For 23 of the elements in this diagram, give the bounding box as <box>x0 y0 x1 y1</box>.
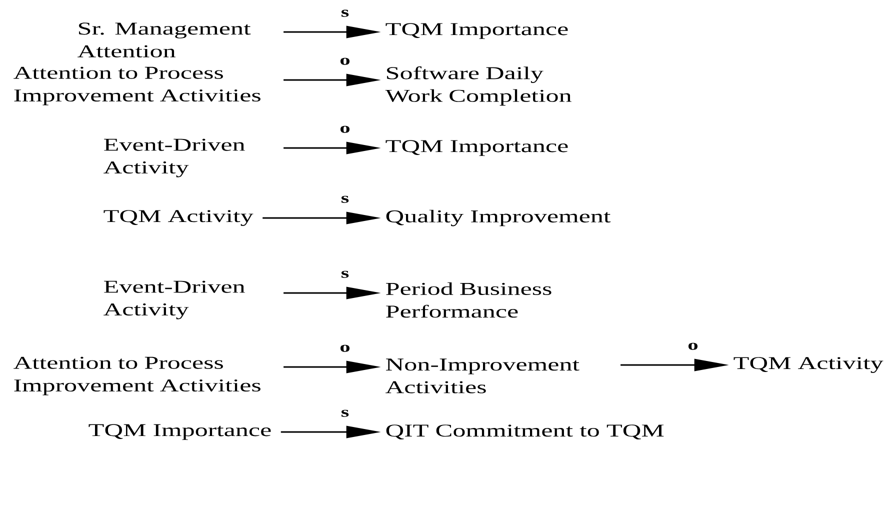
node-text: TQM Activity <box>104 210 254 226</box>
edge-label: o <box>340 58 350 65</box>
node-text: TQM Importance <box>88 424 271 440</box>
node-text: Sr. Management Attention <box>78 22 251 58</box>
node-text: Attention to Process Improvement Activities <box>14 66 260 106</box>
edge-label: s <box>342 410 349 417</box>
node-text: Quality Improvement <box>386 210 611 226</box>
edge-label: s <box>342 196 349 203</box>
node-text: Attention to Process Improvement Activities <box>14 356 260 396</box>
node-text: QIT Commitment to TQM <box>386 424 664 440</box>
node-text: Event-Driven Activity <box>104 280 245 320</box>
node-text: Software Daily Work Completion <box>385 66 572 106</box>
node-text: Event-Driven Activity <box>104 138 245 178</box>
edge-label: o <box>340 344 350 352</box>
node-text: Period Business Performance <box>386 282 552 318</box>
edge-label: o <box>340 126 350 133</box>
node-text: TQM Importance <box>386 140 568 156</box>
node-text: Non-Improvement Activities <box>386 358 580 394</box>
edge-label: s <box>342 270 349 278</box>
node-text: TQM Activity <box>734 357 884 373</box>
node-text: TQM Importance <box>386 23 568 39</box>
edge-label: o <box>688 342 698 350</box>
edge-label: s <box>342 10 349 17</box>
